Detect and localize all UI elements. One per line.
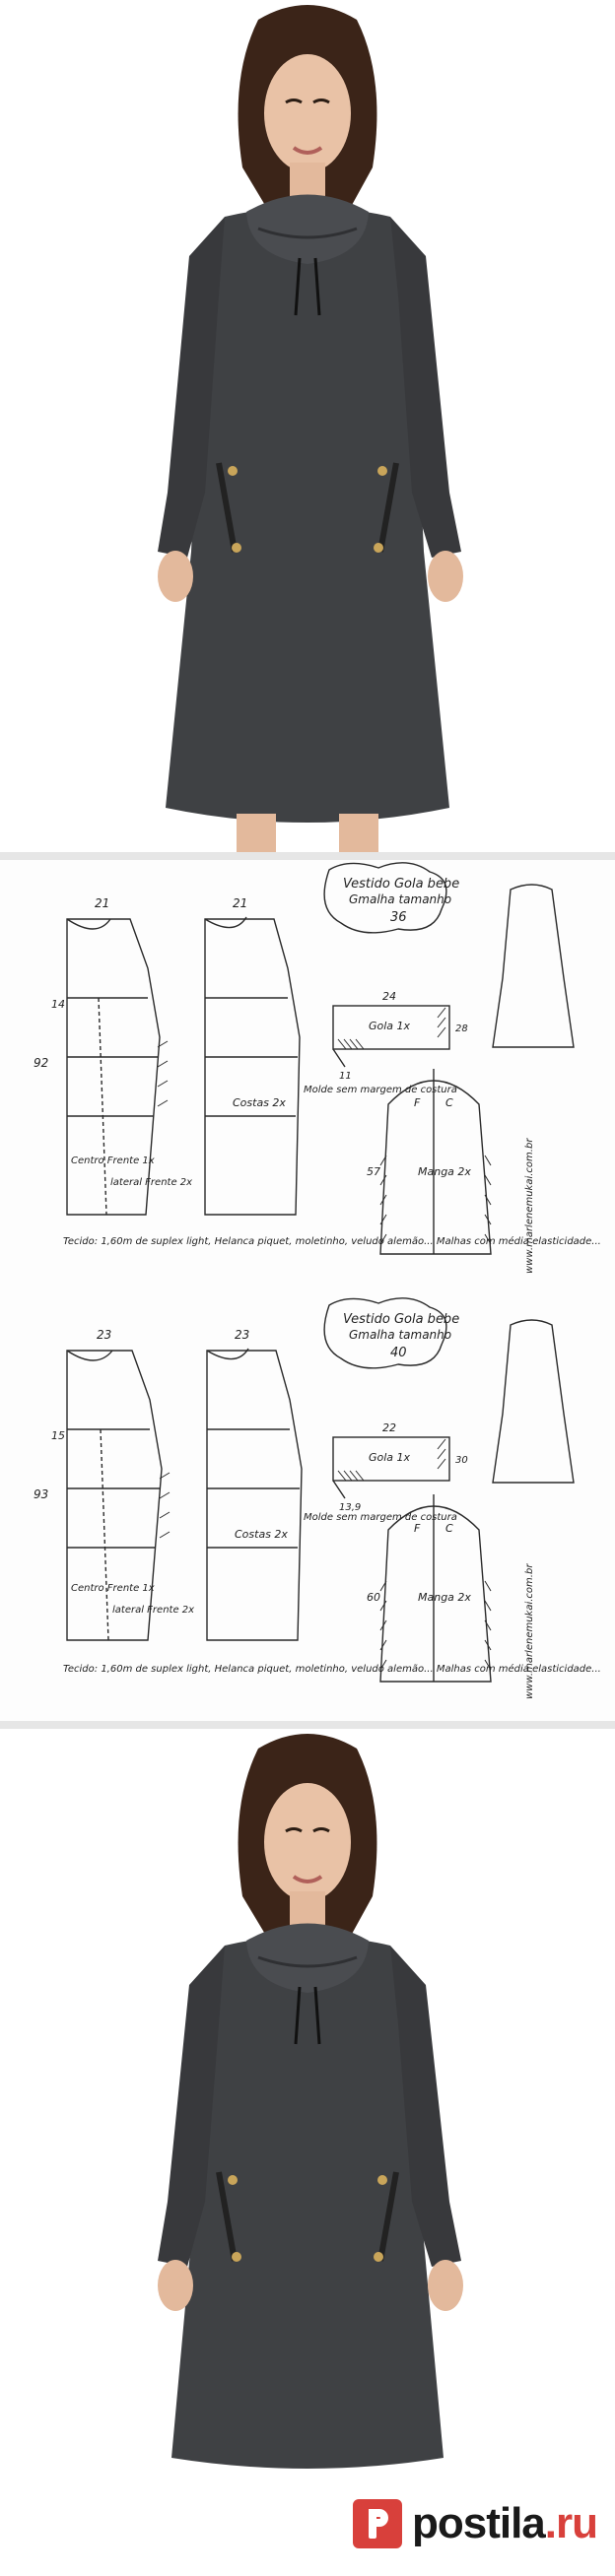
pattern-size-label-36: 36 bbox=[390, 910, 407, 925]
collar-height-40: 30 bbox=[455, 1455, 468, 1466]
sewing-pattern-size-40: Vestido Gola bebe Gmalha tamanho 40 23 2… bbox=[0, 1295, 615, 1721]
front-label-36: Centro Frente 1x bbox=[71, 1156, 155, 1166]
website-40: www.marlenemukai.com.br bbox=[524, 1563, 535, 1699]
collar-label-36: Gola 1x bbox=[369, 1020, 411, 1032]
model-photo-bottom bbox=[0, 1729, 615, 2479]
pattern-title-40: Vestido Gola bebe bbox=[343, 1312, 459, 1327]
pattern-title-36: Vestido Gola bebe bbox=[343, 877, 459, 892]
sewing-pattern-size-36: Vestido Gola bebe Gmalha tamanho 36 21 2… bbox=[0, 860, 615, 1295]
mold-note-40: Molde sem margem de costura bbox=[304, 1512, 457, 1523]
pattern-size-label-40: 40 bbox=[390, 1346, 407, 1360]
sleeve-label-36: Manga 2x bbox=[418, 1165, 471, 1178]
fabric-note-36: Tecido: 1,60m de suplex light, Helanca p… bbox=[63, 1235, 601, 1247]
postila-p-icon bbox=[352, 2499, 402, 2548]
separator bbox=[0, 852, 615, 860]
postila-logo[interactable]: postila.ru bbox=[352, 2499, 598, 2548]
back-width-40: 23 bbox=[235, 1328, 249, 1342]
collar-label-40: Gola 1x bbox=[369, 1451, 411, 1464]
sleeve-length-40: 60 bbox=[367, 1591, 380, 1604]
length-40: 93 bbox=[34, 1487, 48, 1501]
sleeve-length-36: 57 bbox=[367, 1165, 380, 1178]
hip-36: 14 bbox=[51, 998, 65, 1011]
sleeve-f-36: F bbox=[414, 1096, 421, 1109]
length-36: 92 bbox=[34, 1056, 48, 1070]
front-label-40: Centro Frente 1x bbox=[71, 1583, 155, 1594]
lateral-label-40: lateral Frente 2x bbox=[112, 1605, 194, 1616]
back-label-36: Costas 2x bbox=[233, 1096, 286, 1109]
collar-height-36: 28 bbox=[455, 1024, 468, 1034]
sleeve-c-36: C bbox=[445, 1096, 453, 1109]
lateral-label-36: lateral Frente 2x bbox=[110, 1177, 192, 1188]
fabric-note-40: Tecido: 1,60m de suplex light, Helanca p… bbox=[63, 1663, 601, 1675]
dress-illustration-top bbox=[0, 0, 615, 852]
website-36: www.marlenemukai.com.br bbox=[524, 1138, 535, 1274]
front-width-40: 23 bbox=[97, 1328, 111, 1342]
sleeve-f-40: F bbox=[414, 1522, 421, 1535]
pattern-drawing-40: Vestido Gola bebe Gmalha tamanho 40 23 2… bbox=[34, 1297, 601, 1699]
mold-note-36: Molde sem margem de costura bbox=[304, 1085, 457, 1095]
back-width-36: 21 bbox=[233, 896, 247, 910]
dress-illustration-bottom bbox=[0, 1729, 615, 2479]
footer: postila.ru bbox=[0, 2479, 615, 2576]
sleeve-c-40: C bbox=[445, 1522, 453, 1535]
hip-40: 15 bbox=[51, 1429, 65, 1442]
brand-name: postila.ru bbox=[411, 2499, 598, 2547]
collar-width-36: 24 bbox=[382, 990, 396, 1003]
collar-width-40: 22 bbox=[382, 1421, 396, 1434]
pattern-drawing-36: Vestido Gola bebe Gmalha tamanho 36 21 2… bbox=[34, 862, 601, 1274]
collar-side-40: 13,9 bbox=[339, 1502, 361, 1513]
model-photo-top bbox=[0, 0, 615, 852]
front-width-36: 21 bbox=[95, 896, 109, 910]
pattern-subtitle-36: Gmalha tamanho bbox=[349, 892, 451, 906]
sleeve-label-40: Manga 2x bbox=[418, 1591, 471, 1604]
separator bbox=[0, 1721, 615, 1729]
collar-side-36: 11 bbox=[339, 1071, 352, 1082]
pattern-subtitle-40: Gmalha tamanho bbox=[349, 1328, 451, 1342]
back-label-40: Costas 2x bbox=[235, 1528, 288, 1541]
